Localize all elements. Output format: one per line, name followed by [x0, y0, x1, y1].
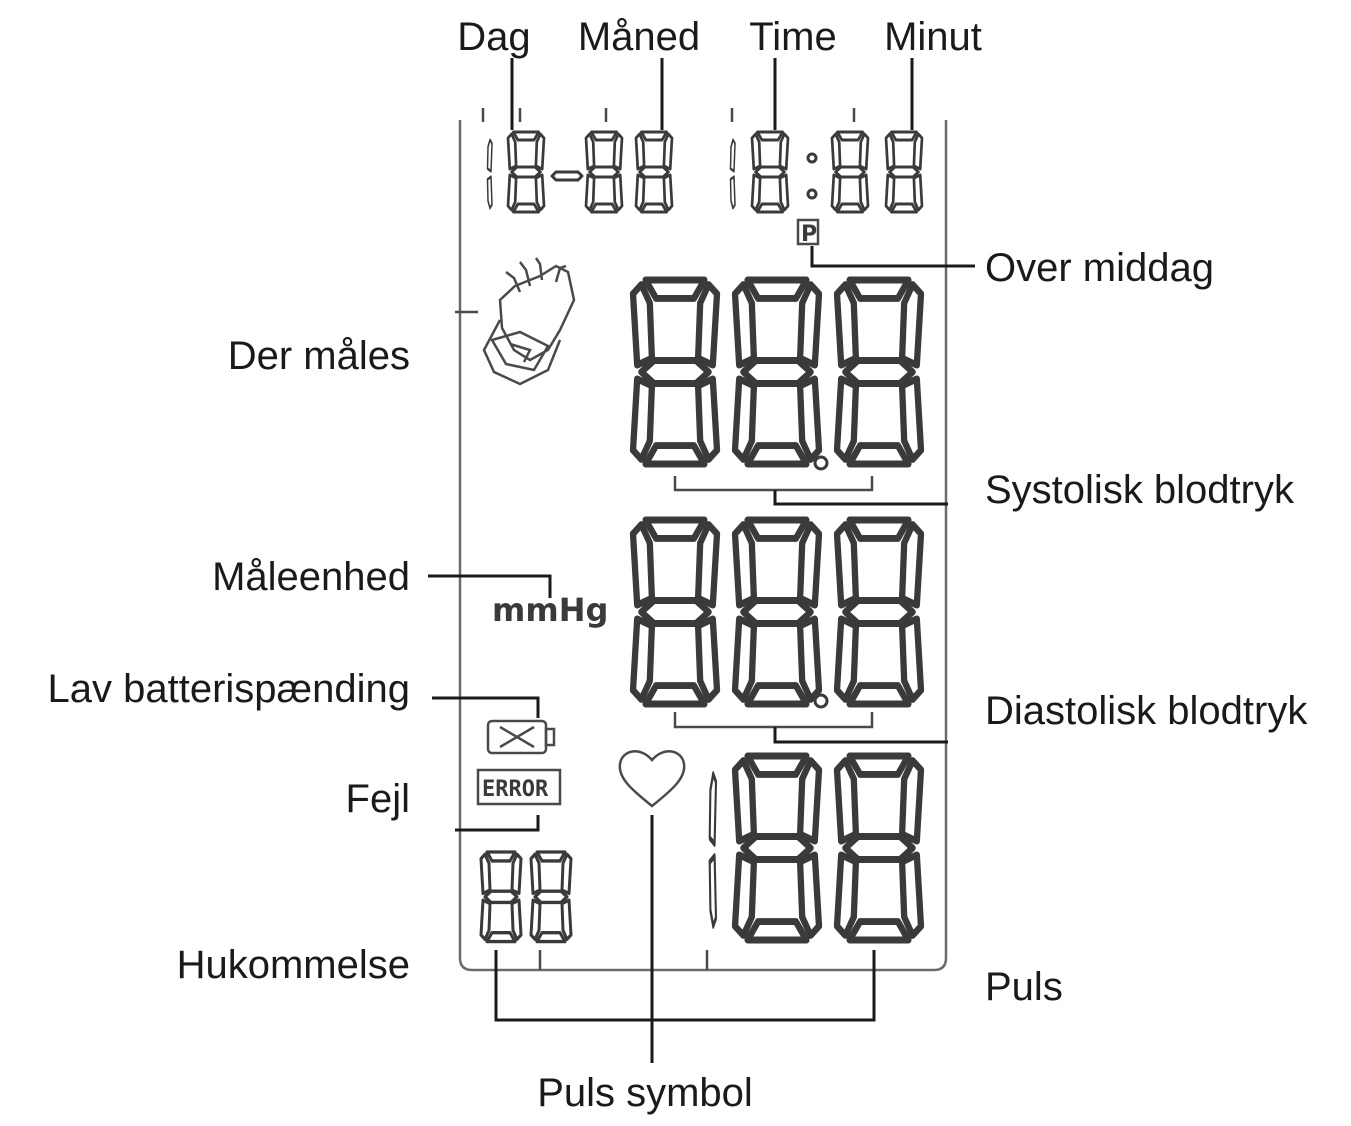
day-digit-1	[486, 138, 494, 210]
date-time-digits	[486, 130, 924, 214]
hour-digit-2	[750, 130, 790, 214]
day-digit-2	[506, 130, 546, 214]
label-lav-batteri: Lav batterispænding	[48, 667, 410, 711]
label-puls-symbol: Puls symbol	[537, 1071, 753, 1115]
systolic-bracket	[673, 476, 874, 492]
leader-lines	[428, 58, 975, 1063]
memory-digit-2	[529, 850, 573, 944]
label-maaleenhed: Måleenhed	[212, 555, 410, 599]
colon-dot-lower	[806, 188, 818, 200]
minute-digit-2	[884, 130, 924, 214]
pm-indicator: P	[801, 222, 817, 247]
pulse-digit-3	[837, 756, 921, 940]
memory-digits	[479, 850, 573, 944]
diastolic-digit-2	[735, 520, 819, 704]
systolic-digit-2	[735, 280, 819, 464]
month-digit-2	[634, 130, 674, 214]
pulse-digits	[710, 756, 921, 940]
label-puls: Puls	[985, 965, 1063, 1009]
minute-digit-1	[830, 130, 870, 214]
label-diastolisk: Diastolisk blodtryk	[985, 689, 1308, 733]
label-time: Time	[749, 15, 836, 59]
label-hukommelse: Hukommelse	[177, 943, 410, 987]
label-over-middag: Over middag	[985, 246, 1214, 290]
frame-ticks	[455, 108, 856, 970]
label-systolisk: Systolisk blodtryk	[985, 468, 1295, 512]
diastolic-digits	[633, 520, 921, 709]
lcd-frame	[458, 120, 948, 972]
label-minut: Minut	[884, 15, 982, 59]
error-box	[476, 768, 562, 806]
label-fejl: Fejl	[346, 777, 410, 821]
battery-low-icon	[486, 719, 556, 755]
diastolic-digit-1	[633, 520, 717, 704]
systolic-digits	[633, 280, 921, 471]
heart-icon	[618, 750, 686, 808]
pulse-digit-1	[710, 774, 716, 926]
systolic-decimal-dot	[813, 455, 829, 471]
colon-dot-upper	[806, 152, 818, 164]
label-maaned: Måned	[578, 15, 700, 59]
date-dash	[550, 170, 584, 182]
month-digit-1	[584, 130, 624, 214]
label-der-maales: Der måles	[228, 334, 410, 378]
hand-wrist-icon	[482, 257, 576, 386]
error-indicator: ERROR	[482, 777, 549, 802]
systolic-digit-3	[837, 280, 921, 464]
pulse-digit-2	[735, 756, 819, 940]
diastolic-bracket	[673, 712, 874, 729]
systolic-digit-1	[633, 280, 717, 464]
hour-digit-1	[729, 138, 737, 210]
diastolic-decimal-dot	[813, 693, 829, 709]
memory-digit-1	[479, 850, 523, 944]
label-dag: Dag	[457, 15, 530, 59]
diastolic-digit-3	[837, 520, 921, 704]
pm-indicator-box	[796, 218, 820, 246]
